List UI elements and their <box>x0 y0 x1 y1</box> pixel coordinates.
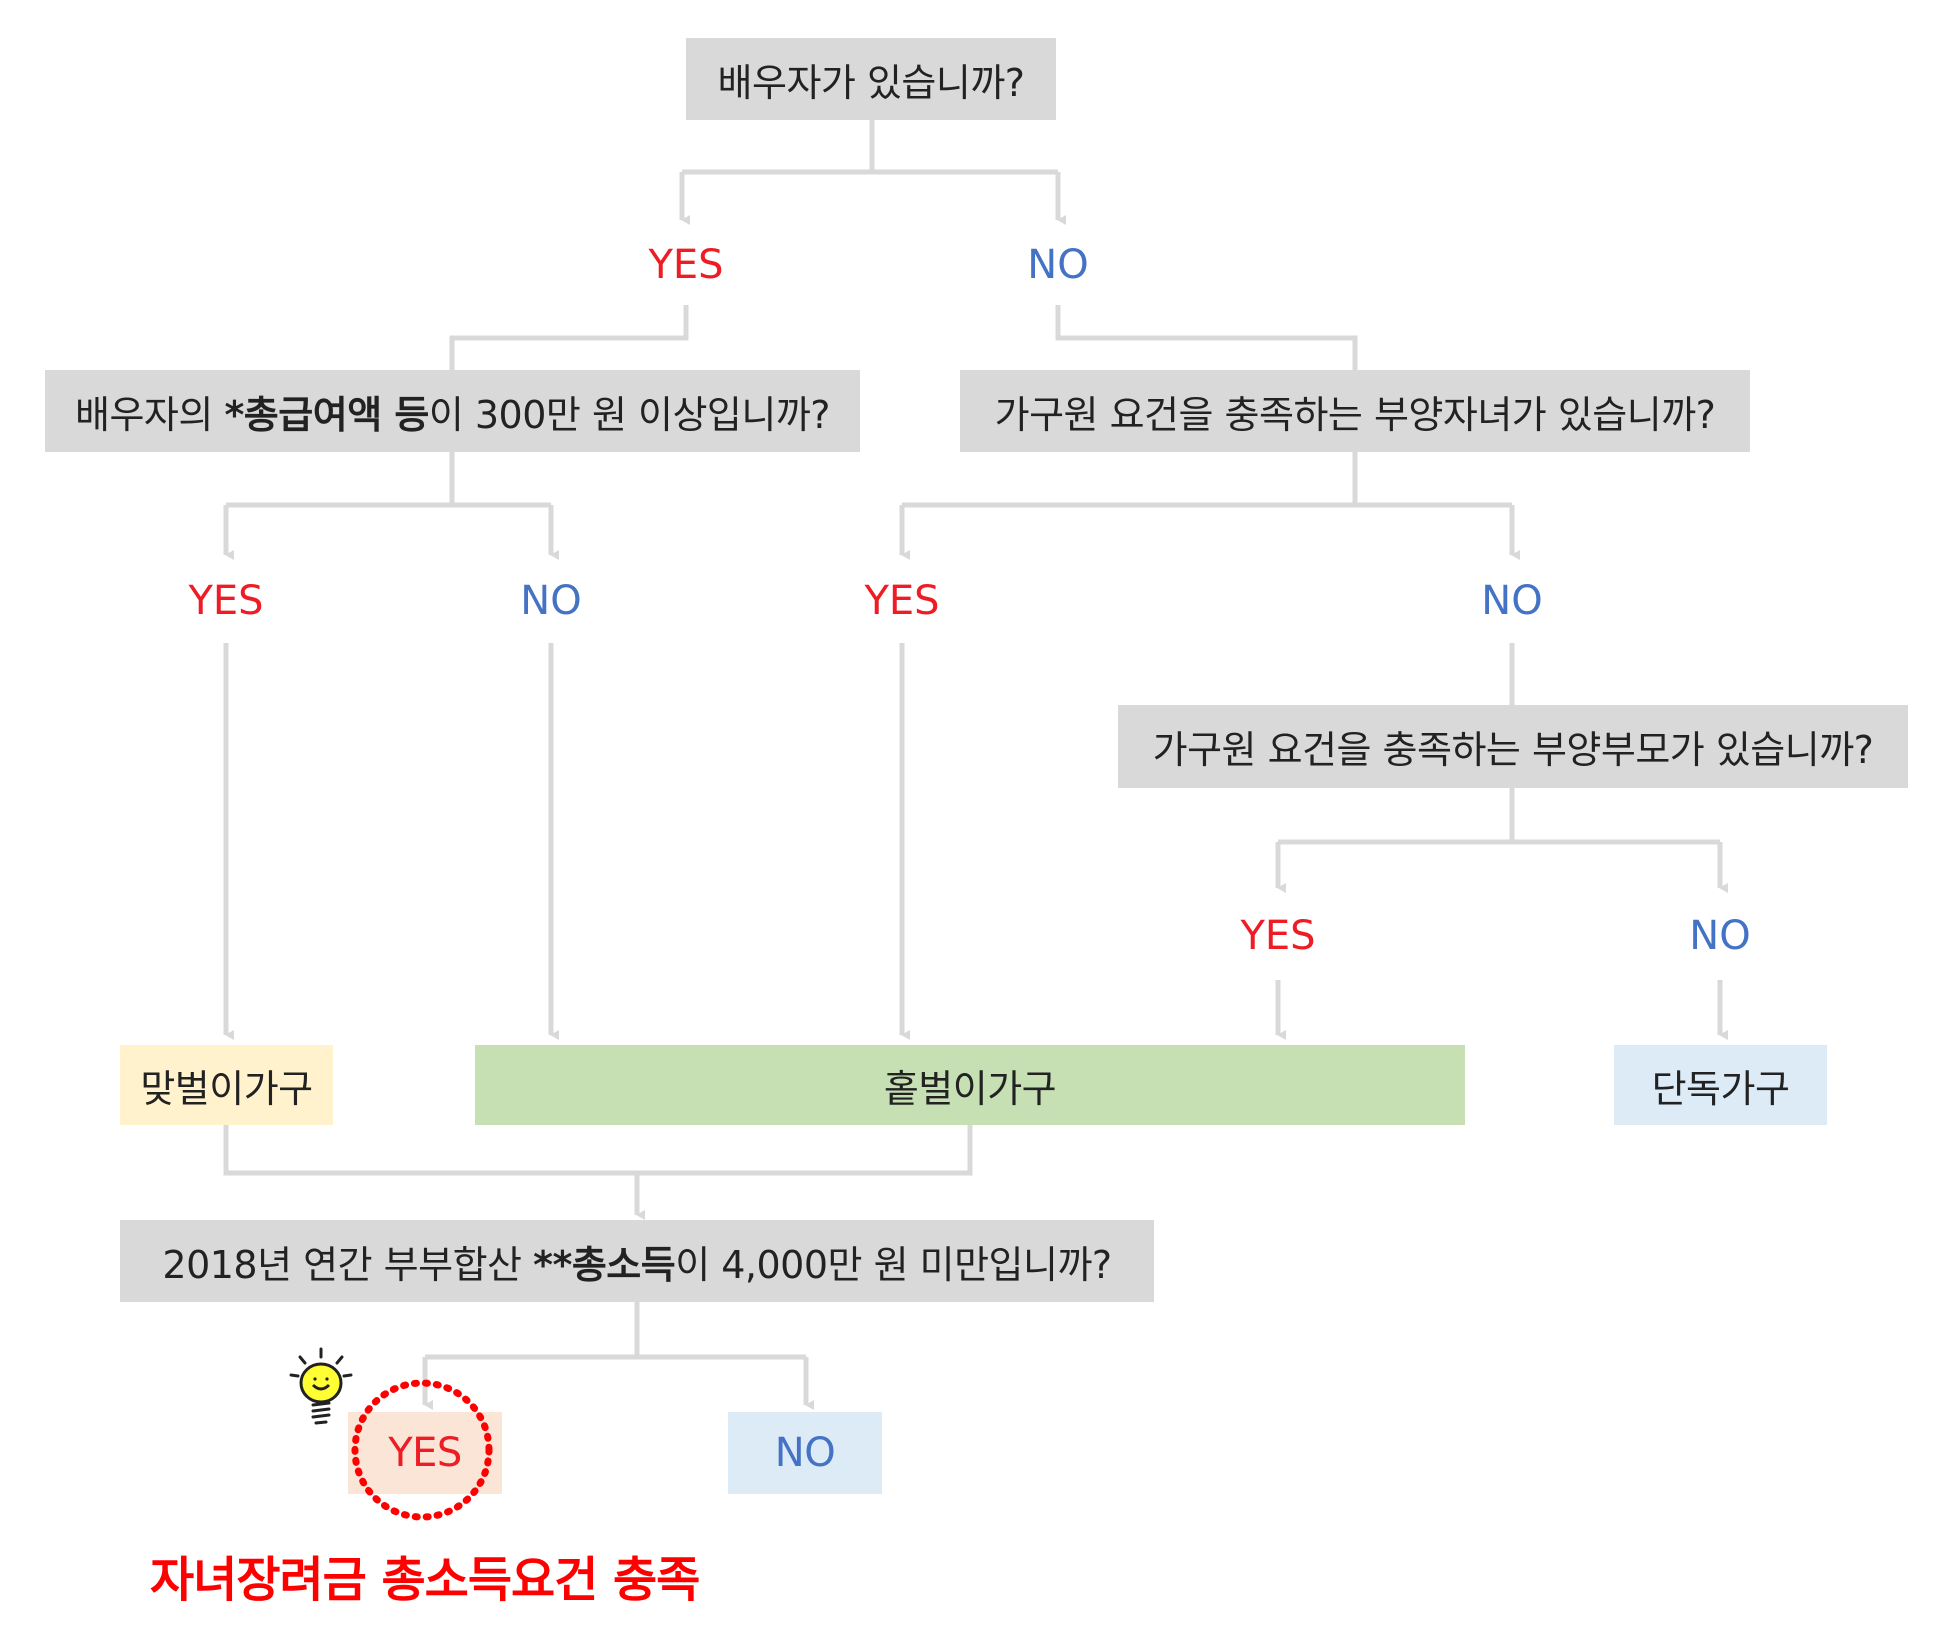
question-has-spouse: 배우자가 있습니까? <box>686 38 1056 120</box>
final-yes-box: YES <box>348 1412 502 1494</box>
question-dependent-parent-text: 가구원 요건을 충족하는 부양부모가 있습니까? <box>1152 728 1874 772</box>
question-spouse-income: 배우자의 *총급여액 등이 300만 원 이상입니까? <box>45 370 860 452</box>
outcome-dual-income-text: 맞벌이가구 <box>140 1066 313 1111</box>
outcome-dual-income: 맞벌이가구 <box>120 1045 333 1125</box>
question-total-income-text: 2018년 연간 부부합산 **총소득이 4,000만 원 미만입니까? <box>162 1242 1112 1287</box>
highlight-circle <box>351 1379 493 1521</box>
q4-yes-label: YES <box>1240 913 1316 959</box>
final-yes-text: YES <box>388 1430 462 1476</box>
q2-yes-label: YES <box>188 578 264 624</box>
question-total-income: 2018년 연간 부부합산 **총소득이 4,000만 원 미만입니까? <box>120 1220 1154 1302</box>
q1-no-label: NO <box>1027 242 1089 288</box>
q1-yes-label: YES <box>648 242 724 288</box>
outcome-single-income: 홑벌이가구 <box>475 1045 1465 1125</box>
question-dependent-child: 가구원 요건을 충족하는 부양자녀가 있습니까? <box>960 370 1750 452</box>
q3-yes-label: YES <box>864 578 940 624</box>
q2-no-label: NO <box>520 578 582 624</box>
question-has-spouse-text: 배우자가 있습니까? <box>717 60 1025 105</box>
q4-no-label: NO <box>1689 913 1751 959</box>
final-no-box: NO <box>728 1412 882 1494</box>
outcome-single-income-text: 홑벌이가구 <box>883 1066 1057 1111</box>
outcome-single-person-text: 단독가구 <box>1651 1066 1790 1111</box>
result-text: 자녀장려금 총소득요건 충족 <box>150 1552 700 1608</box>
question-dependent-child-text: 가구원 요건을 충족하는 부양자녀가 있습니까? <box>994 392 1716 437</box>
question-dependent-parent: 가구원 요건을 충족하는 부양부모가 있습니까? <box>1118 705 1908 788</box>
q3-no-label: NO <box>1481 578 1543 624</box>
lightbulb-icon <box>289 1347 353 1425</box>
question-spouse-income-text: 배우자의 *총급여액 등이 300만 원 이상입니까? <box>75 392 830 437</box>
outcome-single-person: 단독가구 <box>1614 1045 1827 1125</box>
final-no-text: NO <box>774 1430 836 1476</box>
